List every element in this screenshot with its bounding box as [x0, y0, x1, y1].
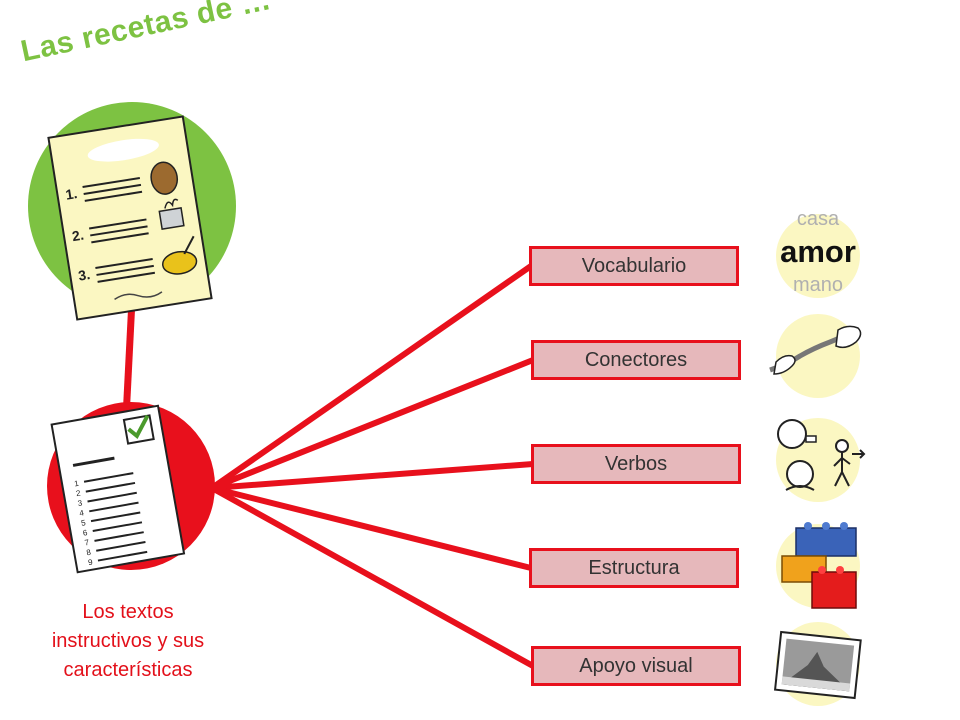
box-verbos: Verbos: [531, 444, 741, 484]
branch-line-estructura: [209, 485, 534, 571]
caption-line-3: características: [63, 659, 193, 681]
vocab-word-middle: amor: [780, 234, 856, 269]
checklist-number: 9: [87, 557, 93, 567]
vocab-words: casa amor mano: [770, 206, 866, 298]
checklist-number: 6: [82, 528, 88, 538]
center-caption: Los textos instructivos y sus caracterís…: [28, 598, 228, 685]
box-vocabulario: Vocabulario: [529, 246, 739, 286]
branch-lines: [209, 263, 536, 669]
box-apoyo-visual: Apoyo visual: [531, 646, 741, 686]
checklist-line: [87, 491, 137, 503]
checklist-line: [96, 541, 146, 552]
photo-icon: [773, 622, 862, 706]
branch-line-conectores: [209, 357, 536, 491]
recipe-step-2: 2.: [71, 227, 85, 245]
connector-top: [122, 299, 136, 419]
branch-line-vocabulario: [209, 263, 534, 491]
recipe-step-3: 3.: [77, 266, 91, 284]
checklist-line: [85, 481, 136, 493]
checklist-line: [90, 511, 141, 523]
branch-icons: [769, 214, 866, 706]
checklist-line: [97, 550, 148, 562]
recipe-icon: 1. 2. 3.: [28, 102, 236, 321]
checklist-number: 1: [74, 479, 80, 489]
checklist-line: [94, 531, 144, 542]
vocab-word-bottom: mano: [792, 274, 844, 296]
checklist-number: 7: [84, 538, 90, 548]
branch-line-verbos: [209, 461, 536, 491]
branch-line-apoyo: [209, 485, 536, 669]
hands-rope-icon: [769, 314, 862, 398]
checklist-number: 2: [75, 489, 81, 499]
checklist-number: 4: [79, 508, 85, 518]
checklist-number: 5: [80, 518, 86, 528]
checklist-line: [92, 521, 143, 532]
words-icon: [776, 214, 860, 298]
caption-line-2: instructivos y sus: [51, 630, 205, 652]
box-conectores: Conectores: [531, 340, 741, 380]
recipe-step-1: 1.: [64, 185, 78, 203]
actions-icon: [776, 418, 866, 502]
box-estructura: Estructura: [529, 548, 739, 588]
checklist-number: 8: [86, 548, 92, 558]
blocks-icon: [776, 522, 860, 609]
checklist-number: 3: [77, 498, 83, 508]
checklist-line: [83, 472, 134, 483]
checklist-line: [89, 501, 139, 513]
caption-line-1: Los textos: [82, 601, 174, 623]
vocab-word-top: casa: [796, 208, 840, 230]
